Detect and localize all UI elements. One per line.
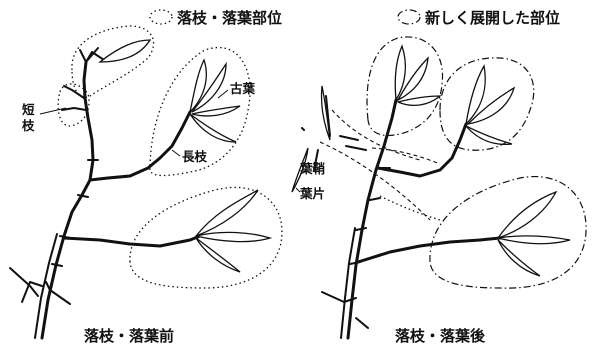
top-new-dashdot-region bbox=[367, 37, 442, 136]
legend-dashdot-oval bbox=[398, 10, 420, 24]
panel-before: 短 枝 古葉 長枝 落枝・落葉前 bbox=[10, 26, 282, 345]
middle-branch bbox=[90, 112, 190, 180]
caption-after: 落枝・落葉後 bbox=[395, 327, 486, 345]
label-leaf-blade: 葉片 bbox=[299, 186, 325, 201]
legend: 落枝・落葉部位 新しく展開した部位 bbox=[150, 9, 560, 27]
falling-blade-3 bbox=[340, 136, 366, 150]
long-branch-leader bbox=[172, 150, 180, 156]
top-leaf bbox=[100, 40, 150, 62]
old-region-remnant bbox=[380, 196, 440, 220]
lower-branch bbox=[64, 236, 200, 246]
base-bracket bbox=[22, 282, 42, 302]
lower-leaf-3 bbox=[196, 238, 240, 272]
main-stem-inner bbox=[35, 234, 57, 338]
short-branch-leader bbox=[40, 108, 66, 114]
top-leaf-after-3 bbox=[398, 96, 440, 105]
lower-branch-after bbox=[358, 238, 500, 262]
lower-leaf-after-2 bbox=[498, 236, 570, 244]
falling-dot bbox=[302, 128, 304, 130]
old-leaf-leader bbox=[218, 90, 228, 98]
middle-leaf-4 bbox=[190, 114, 236, 142]
legend-dashdot-label: 新しく展開した部位 bbox=[425, 9, 560, 27]
middle-leaf-after-3 bbox=[466, 126, 512, 144]
lower-leaf-2 bbox=[196, 232, 270, 241]
lower-leaf-after-3 bbox=[498, 240, 540, 276]
label-short-branch-2: 枝 bbox=[21, 118, 35, 133]
lower-leaf-1 bbox=[196, 190, 258, 236]
label-short-branch-1: 短 bbox=[22, 102, 35, 117]
legend-dotted-label: 落枝・落葉部位 bbox=[177, 9, 282, 27]
top-twig bbox=[80, 48, 104, 62]
label-old-leaf: 古葉 bbox=[230, 81, 256, 96]
main-stem bbox=[42, 62, 93, 338]
falling-trajectory-1 bbox=[332, 110, 420, 160]
label-leaf-sheath: 葉鞘 bbox=[299, 161, 326, 176]
falling-trajectory-2 bbox=[320, 142, 430, 220]
label-long-branch: 長枝 bbox=[182, 149, 208, 164]
base-stub-after-2 bbox=[356, 318, 368, 328]
caption-before: 落枝・落葉前 bbox=[84, 327, 174, 345]
panel-after: 葉鞘 葉片 落枝・落葉後 bbox=[292, 37, 586, 345]
node-marks-after bbox=[350, 168, 390, 264]
lower-leaf-after-1 bbox=[498, 192, 556, 238]
base-stub-left bbox=[10, 268, 38, 296]
short-branch-1 bbox=[64, 86, 84, 98]
legend-dotted-oval bbox=[150, 10, 172, 24]
